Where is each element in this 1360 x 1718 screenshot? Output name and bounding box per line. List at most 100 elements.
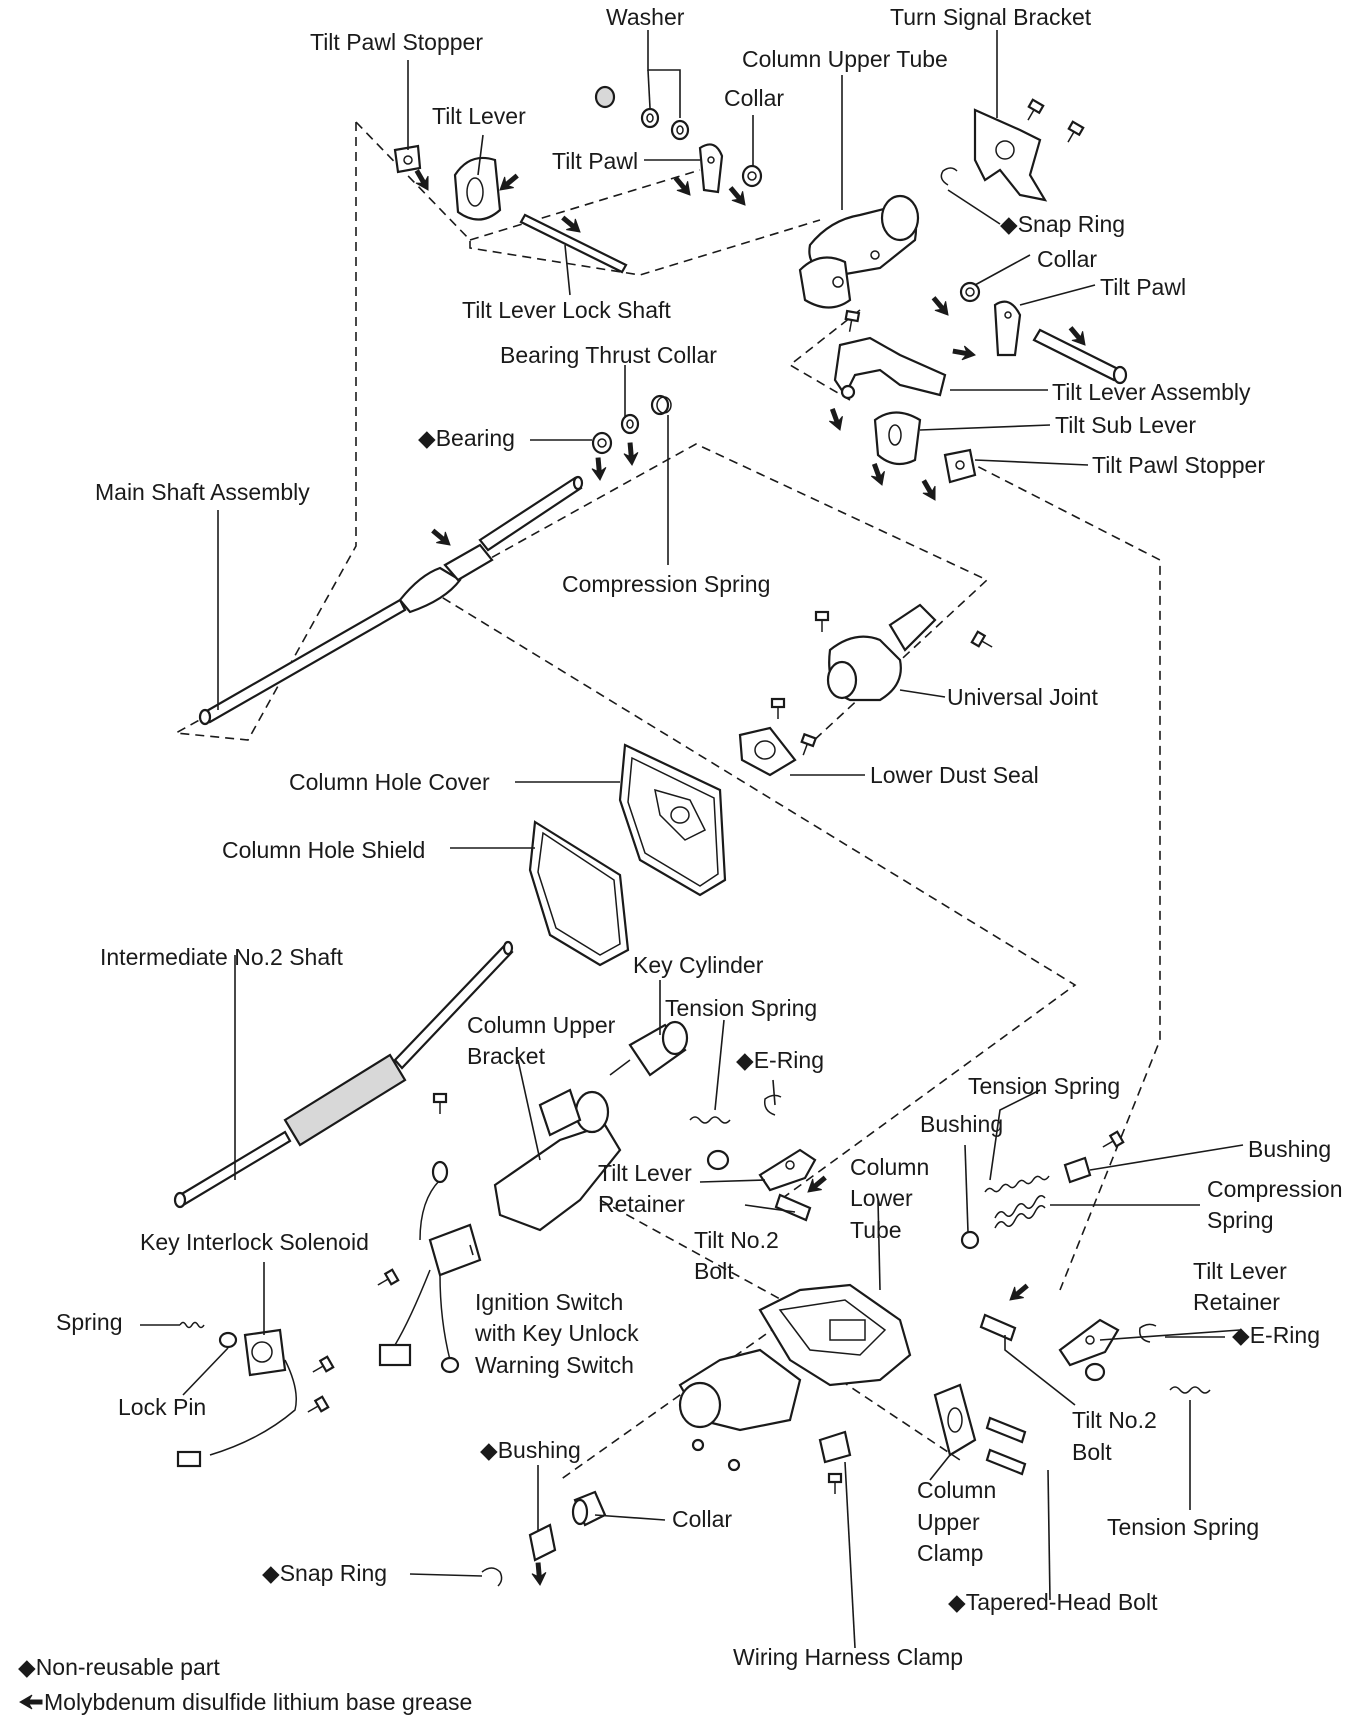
label-intermediate-shaft: Intermediate No.2 Shaft	[100, 944, 344, 970]
lock-pin-part	[218, 1331, 238, 1349]
snap-ring-top-part	[940, 167, 958, 186]
label-ignition-switch-3: Warning Switch	[475, 1352, 634, 1378]
label-e-ring-right: ◆E-Ring	[1232, 1322, 1320, 1348]
label-tilt-lever-lock-shaft: Tilt Lever Lock Shaft	[462, 297, 671, 323]
key-interlock-solenoid-part	[176, 1328, 335, 1468]
label-washer: Washer	[606, 4, 685, 30]
label-column-hole-shield: Column Hole Shield	[222, 837, 425, 863]
tilt-lever-part	[453, 156, 502, 221]
turn-signal-bracket-part	[973, 98, 1085, 202]
tilt-pawl-stopper-right-part	[943, 448, 977, 484]
label-tilt-pawl-top: Tilt Pawl	[552, 148, 638, 174]
tension-spring-bottom-part	[1169, 1386, 1211, 1394]
grease-arrow-13	[622, 441, 640, 467]
column-hole-shield-part	[528, 820, 630, 967]
tapered-head-bolt-part	[985, 1416, 1027, 1476]
bearing-thrust-collar-part	[620, 413, 640, 435]
label-ignition-switch-2: with Key Unlock	[474, 1320, 639, 1346]
label-column-lower-tube-1: Column	[850, 1154, 929, 1180]
intermediate-shaft-part	[173, 940, 514, 1209]
tension-spring-right-part	[984, 1175, 1050, 1193]
column-lower-tube-part	[758, 1283, 912, 1387]
grease-arrow-2	[495, 169, 522, 196]
collar-bottom-part	[571, 1490, 607, 1527]
label-key-interlock-solenoid: Key Interlock Solenoid	[140, 1229, 369, 1255]
label-column-upper-bracket-1: Column Upper	[467, 1012, 616, 1038]
tilt-lever-retainer-right-part	[1058, 1318, 1120, 1382]
grease-arrow-9	[825, 406, 848, 433]
label-compression-spring-right-1: Compression	[1207, 1176, 1343, 1202]
dashed-group-upper-2	[355, 121, 821, 276]
label-snap-ring-top: ◆Snap Ring	[1000, 211, 1125, 237]
label-column-upper-clamp-2: Upper	[917, 1509, 980, 1535]
label-turn-signal-bracket: Turn Signal Bracket	[890, 4, 1092, 30]
legend-grease: Molybdenum disulfide lithium base grease	[44, 1689, 472, 1715]
label-tapered-head-bolt: ◆Tapered-Head Bolt	[948, 1589, 1158, 1615]
e-ring-right-part	[1138, 1323, 1157, 1343]
label-tension-spring-mid: Tension Spring	[665, 995, 817, 1021]
label-column-lower-tube-2: Lower	[850, 1185, 913, 1211]
bushing-right-part	[1063, 1130, 1125, 1184]
tilt-lever-retainer-mid-part	[706, 1148, 817, 1192]
label-tilt-pawl-right: Tilt Pawl	[1100, 274, 1186, 300]
label-bearing-thrust-collar: Bearing Thrust Collar	[500, 342, 717, 368]
grease-arrow-6	[927, 293, 954, 320]
grease-arrow-16	[1005, 1279, 1032, 1306]
ignition-switch-part	[373, 1160, 482, 1374]
wiring-harness-clamp-part	[818, 1430, 852, 1496]
label-tilt-no2-bolt-right-1: Tilt No.2	[1072, 1407, 1157, 1433]
label-lower-dust-seal: Lower Dust Seal	[870, 762, 1039, 788]
bushing-mid-part	[960, 1230, 980, 1250]
label-column-lower-tube-3: Tube	[850, 1217, 902, 1243]
label-key-cylinder: Key Cylinder	[633, 952, 764, 978]
collar-top-part	[741, 164, 763, 188]
dashed-group-lower	[429, 589, 1077, 1201]
tilt-no2-bolt-right-part	[979, 1313, 1017, 1342]
label-tilt-lever-retainer-mid-1: Tilt Lever	[598, 1160, 692, 1186]
tilt-pawl-stopper-top-part	[393, 144, 422, 174]
label-lock-pin: Lock Pin	[118, 1394, 206, 1420]
universal-joint-part	[814, 603, 997, 702]
grease-arrow-10	[867, 461, 890, 488]
leader-lines	[140, 30, 1244, 1649]
label-column-upper-bracket-2: Bracket	[467, 1043, 546, 1069]
label-column-upper-clamp-1: Column	[917, 1477, 996, 1503]
grease-arrow-14	[428, 524, 455, 551]
bearing-part	[591, 431, 613, 455]
label-collar-bottom: Collar	[672, 1506, 732, 1532]
label-column-upper-clamp-3: Clamp	[917, 1540, 983, 1566]
spring-part	[179, 1321, 205, 1329]
dashed-group-tilt-lever	[788, 309, 861, 401]
lower-dust-seal-part	[738, 697, 817, 777]
grease-arrow-15	[803, 1171, 830, 1198]
tilt-pawl-pin-part	[1032, 328, 1128, 385]
snap-ring-bottom-part	[481, 1567, 503, 1587]
main-shaft-assembly-part	[198, 475, 584, 726]
bushing-bottom-part	[528, 1523, 557, 1562]
part-labels: Washer Turn Signal Bracket Tilt Pawl Sto…	[56, 4, 1343, 1670]
label-bushing-mid: Bushing	[920, 1111, 1003, 1137]
grease-arrow-1	[410, 166, 435, 194]
grease-arrow-17	[530, 1561, 548, 1587]
key-cylinder-part	[609, 1020, 689, 1077]
washer-parts	[594, 85, 690, 141]
label-bushing-bottom: ◆Bushing	[480, 1437, 581, 1463]
label-tilt-lever: Tilt Lever	[432, 103, 526, 129]
label-tilt-no2-bolt-right-2: Bolt	[1072, 1439, 1112, 1465]
tilt-lever-assembly-part	[833, 309, 947, 400]
dashed-group-top	[469, 169, 701, 241]
tilt-pawl-right-part	[993, 300, 1022, 357]
label-tilt-sub-lever: Tilt Sub Lever	[1055, 412, 1196, 438]
label-ignition-switch-1: Ignition Switch	[475, 1289, 623, 1315]
tilt-sub-lever-part	[873, 411, 922, 466]
label-bearing: ◆Bearing	[418, 425, 515, 451]
label-compression-spring-right-2: Spring	[1207, 1207, 1273, 1233]
label-tilt-lever-retainer-right-1: Tilt Lever	[1193, 1258, 1287, 1284]
label-tilt-lever-retainer-right-2: Retainer	[1193, 1289, 1280, 1315]
grease-arrow-7	[951, 343, 977, 363]
tilt-lever-lock-shaft-part	[519, 213, 628, 274]
label-tension-spring-right: Tension Spring	[968, 1073, 1120, 1099]
label-bushing-right: Bushing	[1248, 1136, 1331, 1162]
label-collar-top: Collar	[724, 85, 784, 111]
